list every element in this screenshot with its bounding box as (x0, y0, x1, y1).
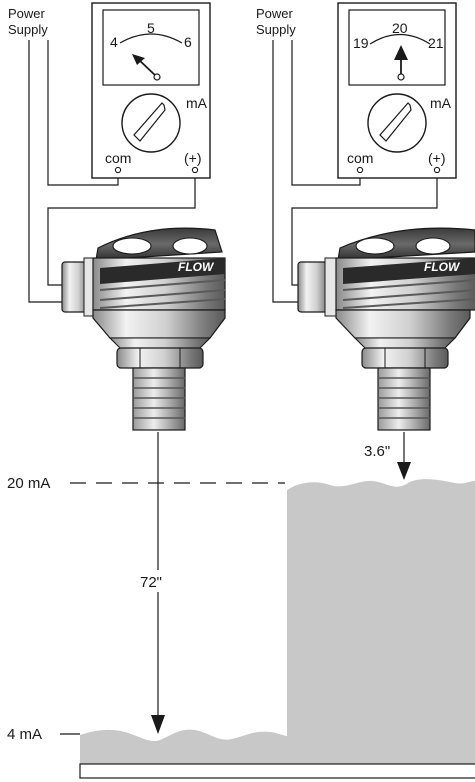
left-distance-label-bg (136, 570, 180, 592)
left-sensor-thread-3 (99, 298, 226, 309)
right-power-supply-wire-a (272, 40, 298, 303)
right-meter: 19 20 21 mA com (+) (337, 2, 457, 179)
left-sensor: FLOW (61, 227, 226, 431)
low-level-label: 4 mA (7, 726, 42, 743)
right-distance-arrowhead (397, 462, 411, 480)
left-meter-pivot (153, 73, 161, 81)
left-panel: Power Supply 4 5 6 mA com (+) (8, 2, 226, 734)
left-meter-terminal-com[interactable] (114, 166, 122, 174)
right-meter-scale-arc (369, 34, 431, 45)
left-sensor-cap-port-b (172, 237, 208, 255)
right-sensor-nut (361, 347, 449, 369)
left-meter-terminal-plus[interactable] (191, 166, 199, 174)
right-meter-scale-right: 21 (428, 35, 444, 51)
right-meter-to-sensor-wire (291, 170, 438, 286)
right-sensor-thread-3 (342, 298, 475, 309)
right-meter-needle-tip (394, 45, 408, 60)
left-meter-scale-left: 4 (110, 34, 118, 50)
right-sensor-taper (353, 337, 457, 349)
right-meter-unit: mA (430, 95, 452, 111)
right-meter-scale-mid: 20 (392, 20, 408, 36)
tank-floor (80, 758, 475, 764)
right-sensor-thread-2 (342, 289, 475, 301)
right-distance-label: 3.6" (364, 443, 390, 460)
left-sensor-thread-1 (99, 279, 226, 291)
left-power-supply-label-line2: Supply (8, 22, 48, 37)
left-sensor-brand-band (100, 258, 225, 284)
left-meter: 4 5 6 mA com (+) (91, 2, 211, 179)
right-meter-terminal-plus-label: (+) (428, 150, 446, 166)
right-meter-terminal-com[interactable] (356, 166, 364, 174)
right-sensor-connector-inner (324, 257, 338, 317)
right-meter-scale-left: 19 (353, 35, 369, 51)
tank-bottom-plate (79, 763, 475, 779)
left-sensor-thread-2 (99, 289, 226, 301)
left-meter-knob-pointer (133, 102, 166, 142)
left-meter-unit: mA (186, 95, 208, 111)
left-sensor-nut (116, 347, 204, 369)
right-sensor: FLOW (297, 227, 475, 431)
right-meter-knob-pointer (379, 102, 412, 142)
tank (79, 479, 475, 779)
right-sensor-brand: FLOW (424, 260, 461, 274)
left-sensor-lower-housing (92, 309, 226, 339)
left-distance-label: 72" (140, 574, 162, 591)
left-meter-scale-right: 6 (184, 34, 192, 50)
right-meter-pivot (397, 73, 405, 81)
right-meter-terminal-com-label: com (347, 150, 373, 166)
right-sensor-brand-band (343, 258, 475, 284)
right-sensor-cap-port-a (355, 237, 395, 255)
left-meter-needle-tip (132, 54, 145, 65)
right-panel: Power Supply 19 20 21 mA com (+) (256, 2, 475, 480)
level-markers: 20 mA 4 mA (7, 475, 285, 743)
high-liquid-surface (287, 479, 475, 760)
left-power-supply-label-line1: Power (8, 6, 46, 21)
left-meter-terminal-plus-label: (+) (184, 150, 202, 166)
low-liquid-surface (80, 729, 300, 762)
right-meter-display (348, 9, 446, 86)
right-sensor-cap-port-b (415, 237, 451, 255)
left-meter-scale-mid: 5 (147, 20, 155, 36)
left-sensor-taper (108, 337, 212, 349)
left-sensor-brand: FLOW (178, 260, 215, 274)
right-power-supply-label-line2: Supply (256, 22, 296, 37)
left-sensor-cap-port-a (112, 237, 152, 255)
high-level-label: 20 mA (7, 475, 50, 492)
right-sensor-lower-housing (335, 309, 471, 339)
right-sensor-thread-1 (342, 279, 475, 291)
right-power-supply-label-line1: Power (256, 6, 294, 21)
left-meter-terminal-com-label: com (105, 150, 131, 166)
left-distance-arrowhead (151, 715, 165, 734)
left-meter-scale-arc (119, 33, 183, 44)
right-meter-terminal-plus[interactable] (433, 166, 441, 174)
